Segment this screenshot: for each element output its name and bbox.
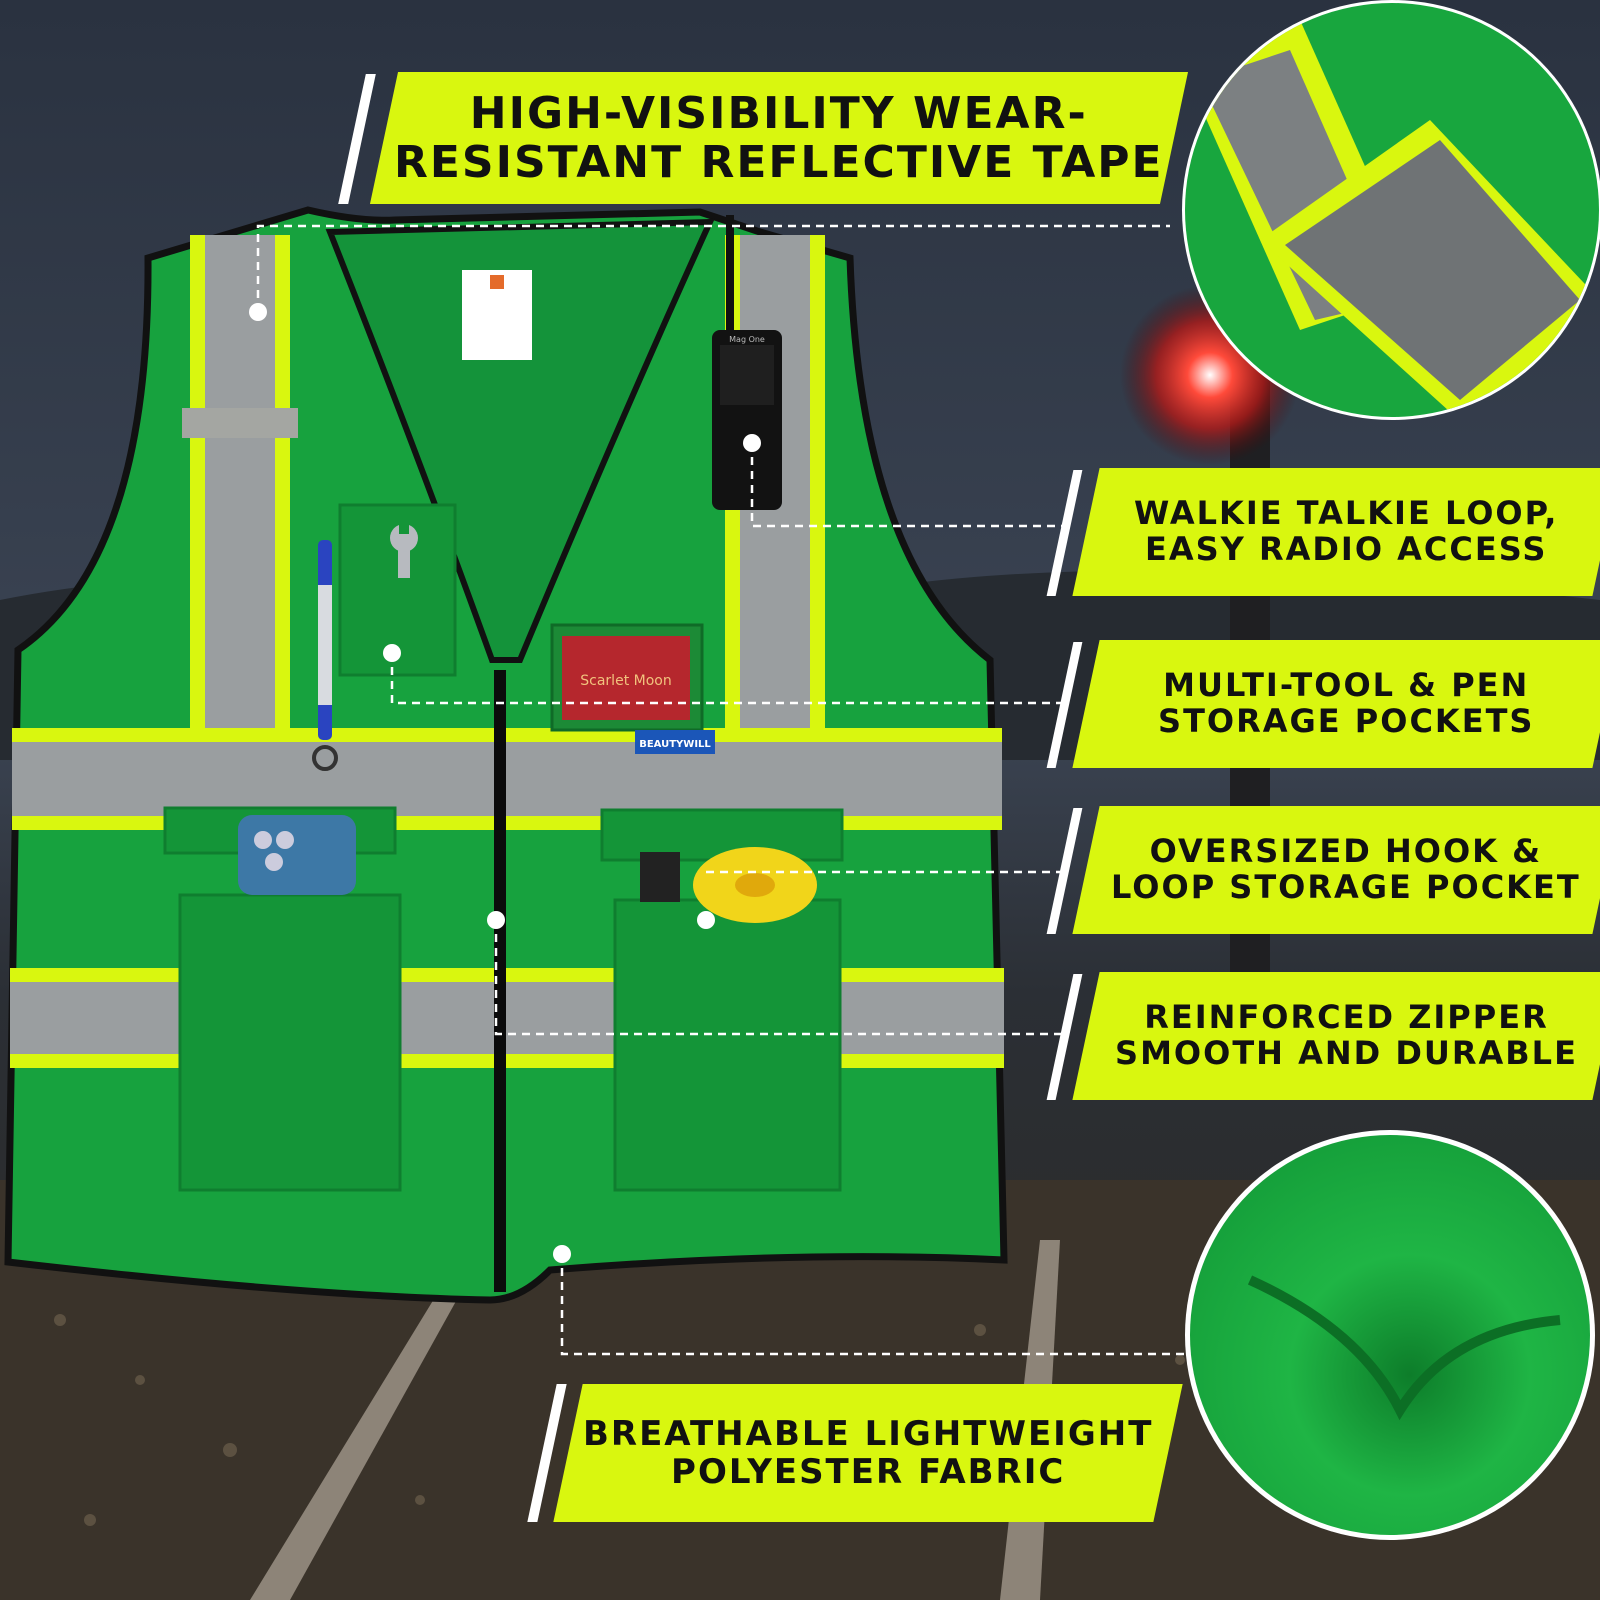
tape-measure-icon bbox=[693, 847, 817, 923]
callout-line: LOOP STORAGE POCKET bbox=[1111, 868, 1581, 906]
callout-line: EASY RADIO ACCESS bbox=[1144, 530, 1548, 568]
callout-line: REINFORCED ZIPPER bbox=[1143, 998, 1549, 1037]
callout-line: WALKIE TALKIE LOOP, bbox=[1133, 494, 1559, 533]
callout-hook-pocket: OVERSIZED HOOK & LOOP STORAGE POCKET bbox=[1072, 806, 1600, 934]
walkie-talkie-icon: Mag One bbox=[712, 215, 782, 510]
callout-line: SMOOTH AND DURABLE bbox=[1114, 1034, 1578, 1072]
safety-vest: Mag One Scarlet Moon BEAUTYWILL bbox=[4, 206, 1008, 1304]
callout-walkie-loop: WALKIE TALKIE LOOP, EASY RADIO ACCESS bbox=[1072, 468, 1600, 596]
callout-line: RESISTANT REFLECTIVE TAPE bbox=[394, 137, 1164, 188]
callout-leaders bbox=[256, 224, 1186, 1356]
pen-icon bbox=[312, 540, 338, 771]
callout-line: HIGH-VISIBILITY WEAR- bbox=[470, 87, 1088, 139]
callout-tool-pockets: MULTI-TOOL & PEN STORAGE POCKETS bbox=[1072, 640, 1600, 768]
svg-text:Scarlet Moon: Scarlet Moon bbox=[580, 673, 671, 689]
callout-fabric: BREATHABLE LIGHTWEIGHT POLYESTER FABRIC bbox=[553, 1384, 1183, 1522]
fabric-closeup bbox=[1185, 1130, 1595, 1540]
callout-line: POLYESTER FABRIC bbox=[670, 1452, 1066, 1492]
callout-line: OVERSIZED HOOK & bbox=[1149, 832, 1543, 871]
svg-text:Mag One: Mag One bbox=[729, 335, 765, 344]
reflective-tape-closeup bbox=[1182, 0, 1600, 420]
callout-reflective-tape: HIGH-VISIBILITY WEAR- RESISTANT REFLECTI… bbox=[369, 72, 1189, 204]
callout-line: BREATHABLE LIGHTWEIGHT bbox=[582, 1413, 1154, 1454]
callout-zipper: REINFORCED ZIPPER SMOOTH AND DURABLE bbox=[1072, 972, 1600, 1100]
wrench-icon bbox=[390, 522, 418, 578]
badge-holder: Scarlet Moon bbox=[550, 623, 704, 732]
callout-line: STORAGE POCKETS bbox=[1157, 702, 1535, 740]
svg-text:BEAUTYWILL: BEAUTYWILL bbox=[639, 739, 711, 750]
callout-line: MULTI-TOOL & PEN bbox=[1162, 666, 1530, 705]
phone-icon bbox=[238, 815, 356, 895]
